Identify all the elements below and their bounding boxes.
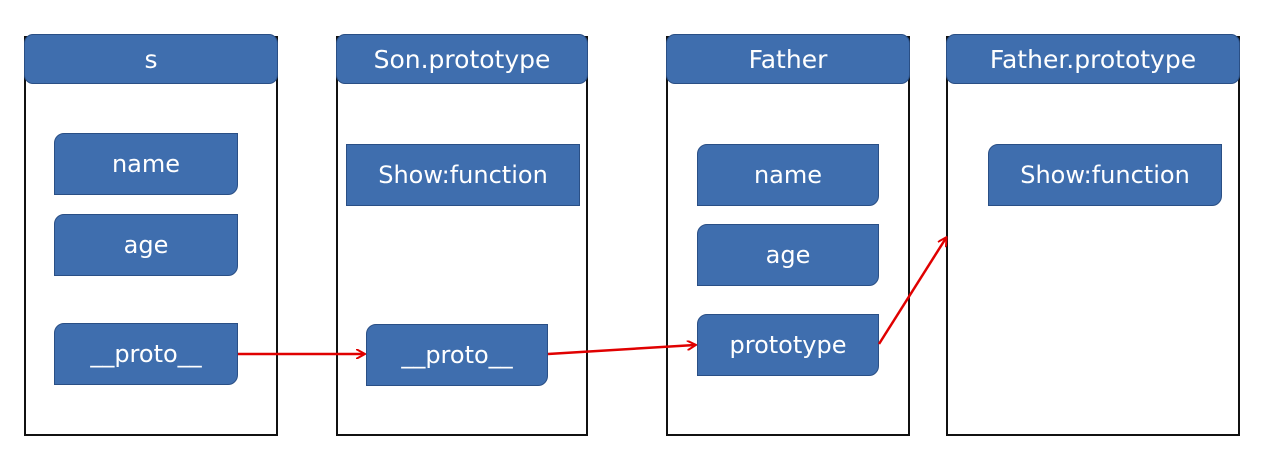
father-field-age: age (697, 224, 879, 286)
son-prototype-field-show: Show:function (346, 144, 580, 206)
father-prototype-field-show: Show:function (988, 144, 1222, 206)
panel-father-prototype-title: Father.prototype (946, 34, 1240, 84)
son-prototype-field-proto: __proto__ (366, 324, 548, 386)
s-field-name: name (54, 133, 238, 195)
s-field-proto: __proto__ (54, 323, 238, 385)
panel-s-title: s (24, 34, 278, 84)
s-field-age: age (54, 214, 238, 276)
father-field-name: name (697, 144, 879, 206)
panel-son-prototype-title: Son.prototype (336, 34, 588, 84)
panel-father-title: Father (666, 34, 910, 84)
panel-father-prototype (946, 36, 1240, 436)
father-field-prototype: prototype (697, 314, 879, 376)
